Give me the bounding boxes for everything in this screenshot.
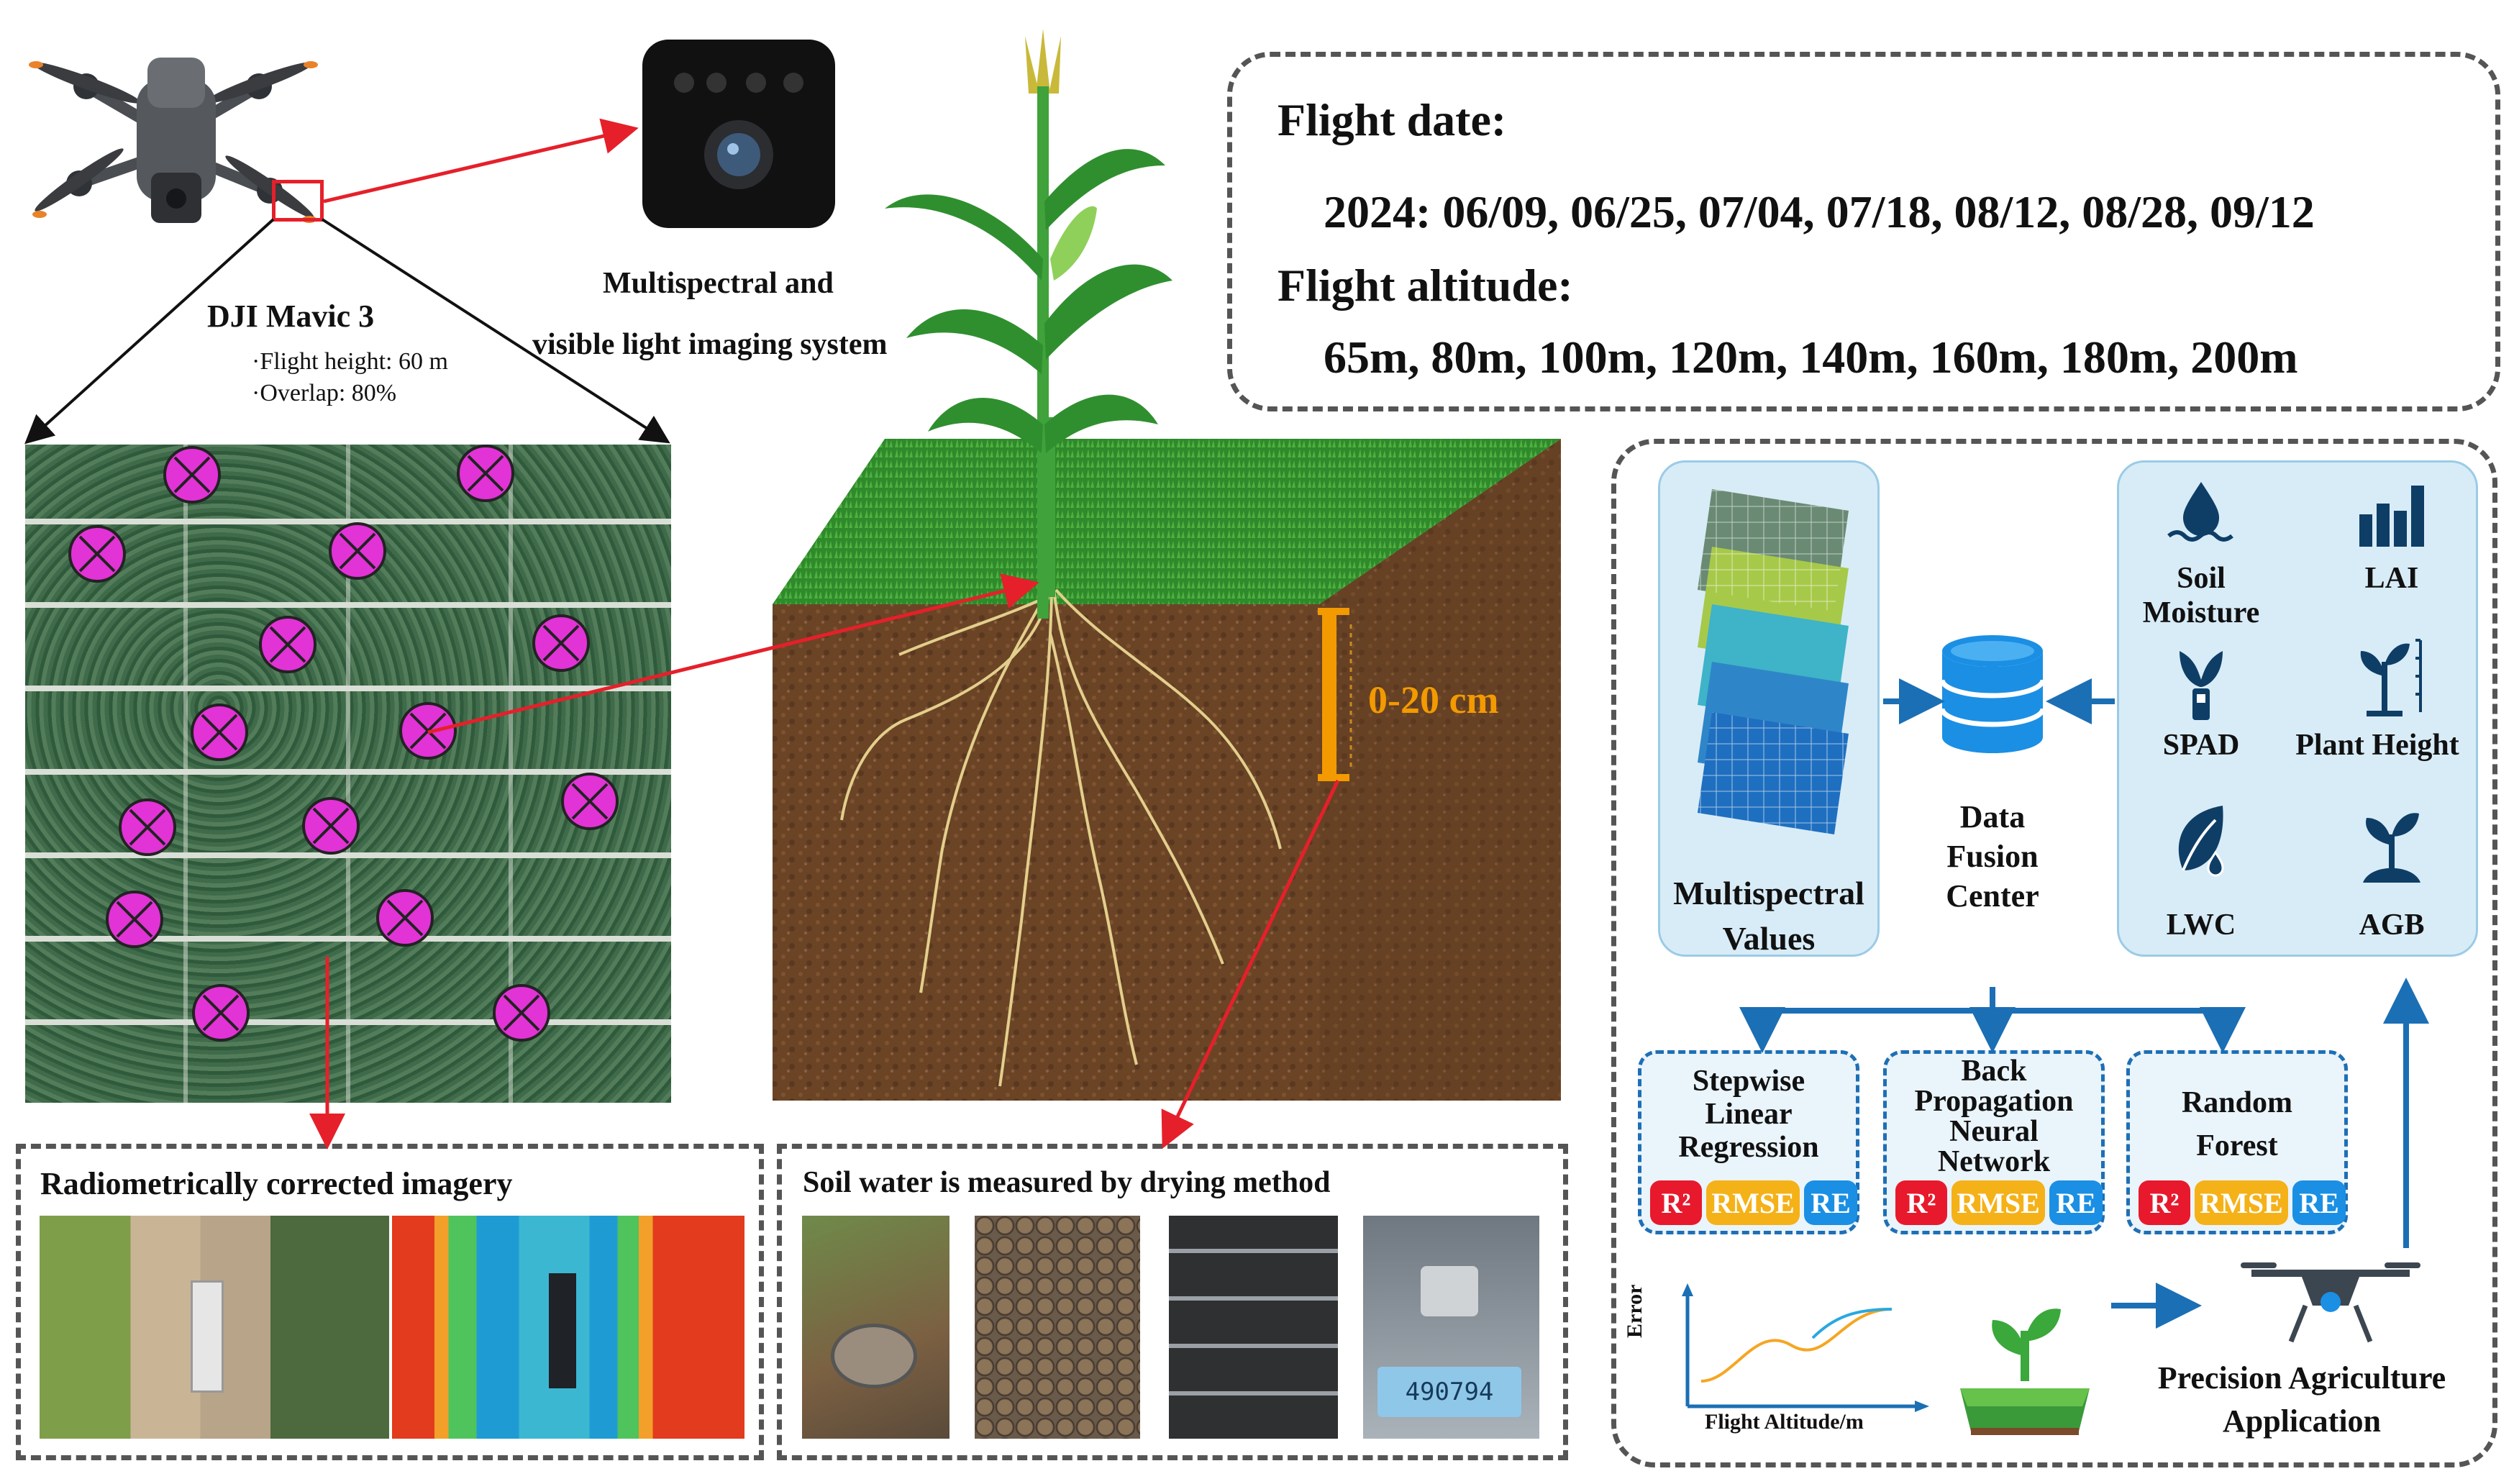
metric-r2: R² <box>2139 1180 2190 1225</box>
metric-r2: R² <box>1650 1180 1702 1225</box>
drone-spec-height: ·Flight height: 60 m <box>252 348 448 375</box>
sampling-point-marker <box>192 984 250 1042</box>
metric-re: RE <box>1804 1180 1857 1225</box>
radiometric-title: Radiometrically corrected imagery <box>40 1166 513 1201</box>
model-2-line-1: Back <box>1961 1055 2027 1088</box>
sampling-point-marker <box>457 445 514 502</box>
lwc-icon <box>2165 802 2237 885</box>
indicator-plant-height: Plant Height <box>2295 729 2459 762</box>
seedling-field-icon <box>1953 1288 2097 1439</box>
multispectral-label-2: Values <box>1722 920 1816 957</box>
model-1-line-2: Linear <box>1705 1098 1793 1131</box>
model-2-line-3: Neural <box>1949 1115 2039 1148</box>
radiometric-panel <box>16 1144 764 1460</box>
metric-rmse: RMSE <box>1706 1180 1800 1225</box>
rgb-field-photo <box>40 1216 389 1439</box>
application-label-1: Precision Agriculture <box>2157 1360 2446 1396</box>
multispectral-label-1: Multispectral <box>1673 875 1864 911</box>
corn-plant-image <box>878 22 1180 619</box>
spad-icon <box>2165 644 2237 723</box>
soil-water-title: Soil water is measured by drying method <box>803 1166 1331 1199</box>
model-3-line-1: Random <box>2181 1086 2293 1119</box>
model-box-stepwise: Stepwise Linear Regression R² RMSE RE <box>1638 1050 1859 1234</box>
depth-bar-bottom-tick <box>1318 774 1349 781</box>
altitude-axis-label: Flight Altitude/m <box>1705 1410 1864 1434</box>
scale-readout: 490794 <box>1377 1367 1521 1417</box>
drone-name: DJI Mavic 3 <box>207 299 375 334</box>
flight-altitudes: 65m, 80m, 100m, 120m, 140m, 160m, 180m, … <box>1324 332 2298 383</box>
model-1-line-3: Regression <box>1678 1131 1819 1164</box>
drying-oven-photo <box>1169 1216 1338 1439</box>
multispectral-layers-image <box>1669 475 1870 863</box>
model-3-line-2: Forest <box>2196 1129 2278 1162</box>
indicator-spad: SPAD <box>2162 729 2240 762</box>
sampling-point-marker <box>376 889 434 947</box>
application-label-2: Application <box>2222 1403 2382 1439</box>
corrected-index-map <box>392 1216 744 1439</box>
agb-icon <box>2356 802 2428 885</box>
metric-re: RE <box>2292 1180 2346 1225</box>
fusion-label-3: Center <box>1946 878 2039 914</box>
camera-label-line2: visible light imaging system <box>532 328 888 361</box>
sample-tins-photo <box>975 1216 1140 1439</box>
indicator-soil-moisture: Soil Moisture <box>2142 562 2260 629</box>
drone-image <box>22 29 324 245</box>
metric-rmse: RMSE <box>2195 1180 2288 1225</box>
metric-re: RE <box>2049 1180 2103 1225</box>
sampling-point-marker <box>68 525 126 583</box>
model-1-line-1: Stepwise <box>1692 1065 1805 1098</box>
sampling-point-marker <box>119 798 176 856</box>
sampling-point-marker <box>302 797 360 855</box>
sampling-point-marker <box>191 704 248 761</box>
model-2-line-2: Propagation <box>1914 1085 2074 1118</box>
model-box-random-forest: Random Forest R² RMSE RE <box>2126 1050 2348 1234</box>
database-icon <box>1939 633 2046 763</box>
depth-bar <box>1322 608 1336 780</box>
workflow-panel <box>1611 439 2497 1467</box>
sampling-point-marker <box>106 891 163 948</box>
drone-spec-overlap: ·Overlap: 80% <box>252 380 397 406</box>
depth-bar-top-tick <box>1318 608 1349 615</box>
plant-height-icon <box>2352 633 2431 719</box>
metric-r2: R² <box>1895 1180 1947 1225</box>
camera-label-line1: Multispectral and <box>603 267 834 300</box>
flight-info-box <box>1227 52 2500 411</box>
sampling-point-marker <box>493 984 550 1042</box>
sampling-point-marker <box>259 616 316 673</box>
camera-highlight-box <box>272 180 324 222</box>
soil-sampling-photo <box>802 1216 949 1439</box>
model-box-bpnn: Back Propagation Neural Network R² RMSE … <box>1883 1050 2105 1234</box>
camera-module-image <box>642 40 835 228</box>
fusion-label-2: Fusion <box>1946 839 2039 874</box>
application-drone-icon <box>2237 1248 2424 1356</box>
flight-date-label: Flight date: <box>1278 94 1507 145</box>
field-aerial-image <box>25 445 671 1103</box>
indicator-agb: AGB <box>2359 909 2425 942</box>
soil-profile-image <box>762 14 1568 1108</box>
sampling-point-marker <box>532 614 590 672</box>
lai-icon <box>2352 478 2431 550</box>
flight-dates: 2024: 06/09, 06/25, 07/04, 07/18, 08/12,… <box>1324 186 2315 237</box>
indicator-lwc: LWC <box>2166 909 2236 942</box>
metric-rmse: RMSE <box>1951 1180 2045 1225</box>
flight-altitude-label: Flight altitude: <box>1278 260 1573 311</box>
sampling-point-marker <box>561 773 619 830</box>
soil-moisture-icon <box>2165 478 2237 550</box>
indicator-lai: LAI <box>2364 562 2419 595</box>
model-2-line-4: Network <box>1937 1145 2051 1178</box>
sampling-point-marker <box>329 522 386 580</box>
fusion-label-1: Data <box>1959 799 2026 834</box>
balance-scale-photo: 490794 <box>1363 1216 1539 1439</box>
error-altitude-chart <box>1647 1280 1935 1439</box>
sampling-point-marker <box>163 446 221 504</box>
depth-label: 0-20 cm <box>1368 678 1499 721</box>
